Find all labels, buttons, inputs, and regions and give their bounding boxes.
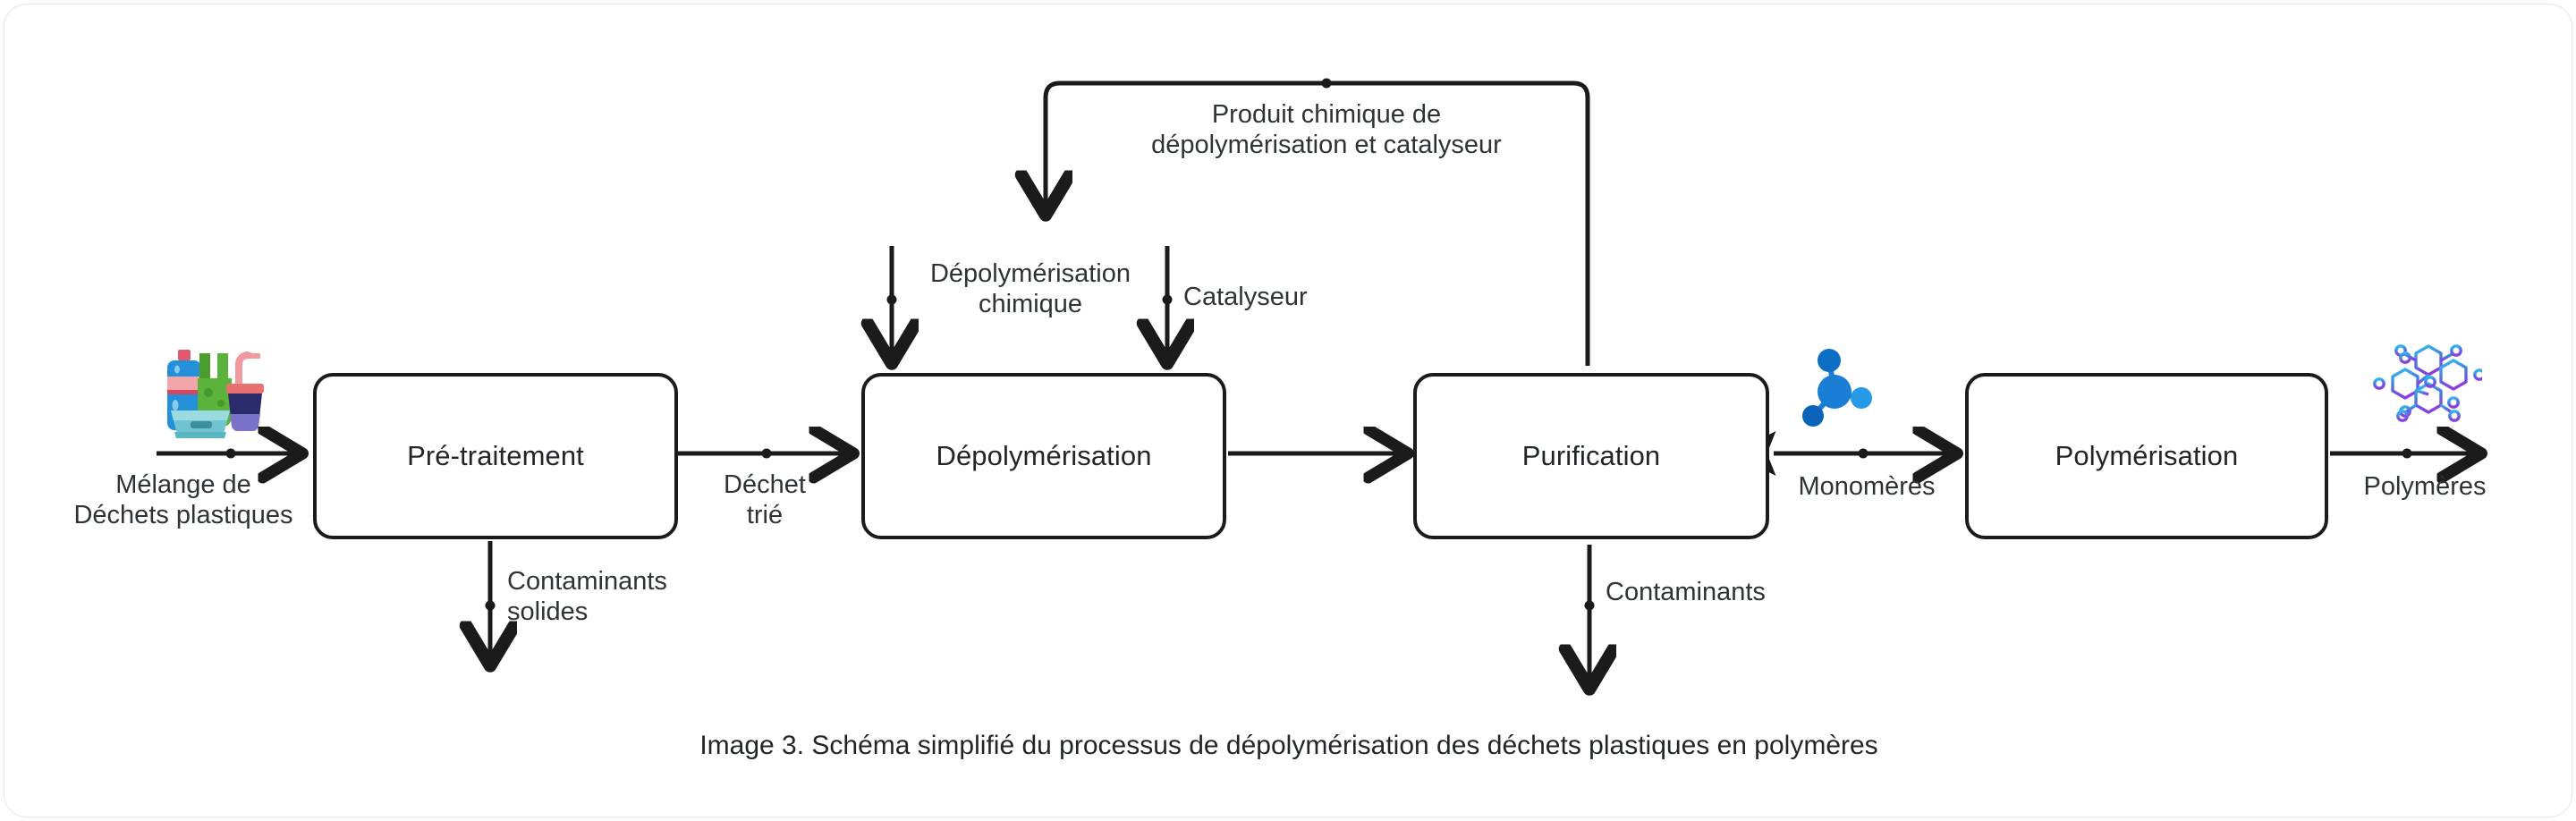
figure-caption: Image 3. Schéma simplifié du processus d… xyxy=(699,731,1878,760)
edge-dot-sorted xyxy=(761,448,772,459)
label-sorted-waste: Déchet trié xyxy=(724,470,806,529)
arrow-feedback-loop xyxy=(1046,80,1590,366)
node-depolymerisation-label: Dépolymérisation xyxy=(936,440,1152,471)
edge-dot-contaminants xyxy=(1584,600,1595,611)
node-pretraitement[interactable]: Pré-traitement xyxy=(313,373,678,539)
edge-dot-polymers xyxy=(2402,448,2412,459)
label-chemical-depolymerisation: Dépolymérisation chimique xyxy=(929,259,1131,318)
edge-dot-input xyxy=(225,448,236,459)
node-purification-label: Purification xyxy=(1521,440,1661,471)
diagram-stage: Pré-traitement Dépolymérisation Purifica… xyxy=(4,4,2572,817)
diagram-card: Pré-traitement Dépolymérisation Purifica… xyxy=(4,4,2572,817)
edge-dot-monomers xyxy=(1858,448,1868,459)
label-monomers: Monomères xyxy=(1798,472,1936,501)
flow-connectors xyxy=(157,78,2572,817)
label-solid-contaminants: Contaminants solides xyxy=(507,567,667,626)
label-polymers: Polymères xyxy=(2363,472,2487,501)
plastic-waste-icon xyxy=(167,350,264,438)
node-pretraitement-label: Pré-traitement xyxy=(407,440,584,471)
node-depolymerisation[interactable]: Dépolymérisation xyxy=(861,373,1226,539)
edge-dot-solidcont xyxy=(485,600,496,611)
node-polymerisation[interactable]: Polymérisation xyxy=(1965,373,2328,539)
edge-dot-chemdep xyxy=(886,294,897,305)
node-purification[interactable]: Purification xyxy=(1413,373,1769,539)
edge-dot-feedback xyxy=(1321,78,1332,89)
label-catalyst: Catalyseur xyxy=(1183,283,1308,311)
label-contaminants: Contaminants xyxy=(1606,578,1766,606)
polymer-network-icon xyxy=(2373,344,2482,422)
monomer-molecule-icon xyxy=(1802,349,1872,427)
node-polymerisation-label: Polymérisation xyxy=(2055,440,2239,471)
label-input-waste: Mélange de Déchets plastiques xyxy=(73,470,293,529)
label-feedback-loop: Produit chimique de dépolymérisation et … xyxy=(1151,100,1502,159)
edge-dot-catalyst xyxy=(1162,294,1173,305)
